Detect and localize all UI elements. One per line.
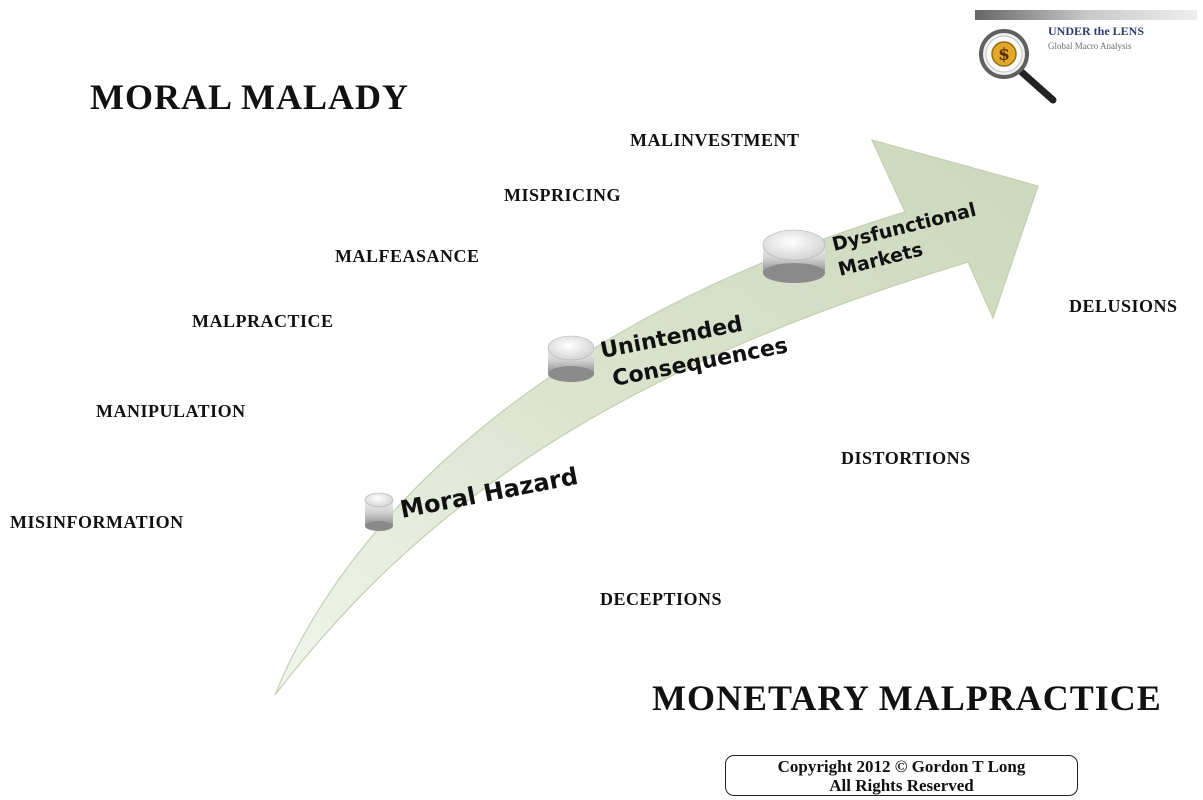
dollar-sign-glyph: $ [998, 45, 1010, 65]
term-deceptions: DECEPTIONS [600, 589, 723, 609]
monetary-malpractice-heading: MONETARY MALPRACTICE [652, 678, 1162, 718]
under-the-lens-logo: $ UNDER the LENS Global Macro Analysis [975, 10, 1197, 105]
term-delusions: DELUSIONS [1069, 296, 1178, 316]
unintended-consequences-marker-icon [547, 335, 595, 382]
logo-top-bar [975, 10, 1197, 20]
term-manipulation: MANIPULATION [96, 401, 246, 421]
term-malfeasance: MALFEASANCE [335, 246, 480, 266]
logo-title: UNDER the LENS [1048, 24, 1145, 38]
logo-subtitle: Global Macro Analysis [1048, 41, 1132, 51]
copyright-box: Copyright 2012 © Gordon T Long All Right… [725, 755, 1078, 796]
rights-reserved-line: All Rights Reserved [829, 776, 974, 795]
arrow-body [274, 139, 1039, 696]
term-malpractice: MALPRACTICE [192, 311, 334, 331]
term-misinformation: MISINFORMATION [10, 512, 184, 532]
copyright-line: Copyright 2012 © Gordon T Long [777, 757, 1026, 776]
moral-hazard-marker-icon [364, 492, 394, 531]
magnifying-glass-dollar-icon: $ [979, 29, 1057, 104]
term-mispricing: MISPRICING [504, 185, 622, 205]
term-malinvestment: MALINVESTMENT [630, 130, 800, 150]
moral-malady-heading: MORAL MALADY [90, 77, 409, 117]
dysfunctional-markets-marker-icon [762, 229, 826, 283]
term-distortions: DISTORTIONS [841, 448, 971, 468]
